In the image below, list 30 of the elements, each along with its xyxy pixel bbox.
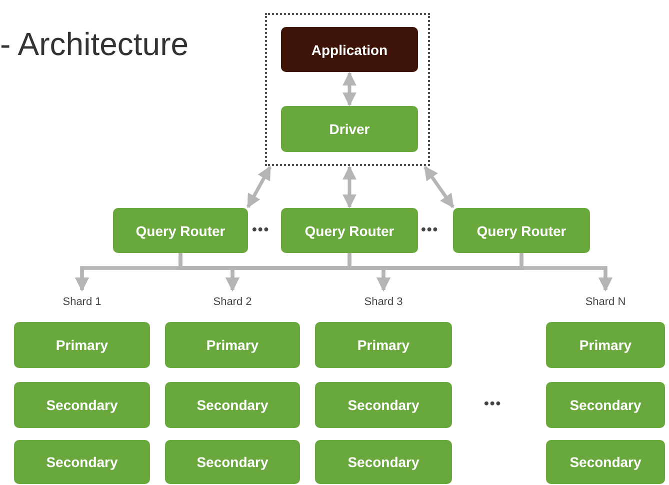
title: - Architecture (0, 26, 189, 63)
process-box: Query Router (281, 208, 418, 253)
process-box: Primary (14, 322, 150, 368)
ellipsis-mark: ••• (421, 221, 439, 237)
shard-label: Shard N (576, 292, 636, 312)
shard-label: Shard 2 (202, 292, 262, 312)
process-box: Secondary (546, 382, 665, 428)
shard-label: Shard 3 (354, 292, 414, 312)
process-box: Primary (315, 322, 452, 368)
arrow (424, 166, 454, 208)
group-frame (265, 13, 430, 166)
process-box: Primary (165, 322, 300, 368)
process-box: Secondary (315, 382, 452, 428)
arrow (342, 72, 356, 106)
shard-label: Shard 1 (52, 292, 112, 312)
process-box: Query Router (113, 208, 248, 253)
process-box: Secondary (546, 440, 665, 484)
ellipsis-mark: ••• (484, 395, 502, 411)
process-box: Secondary (315, 440, 452, 484)
process-box: Secondary (14, 382, 150, 428)
process-box: Application (281, 27, 418, 72)
process-box: Secondary (165, 382, 300, 428)
process-box: Primary (546, 322, 665, 368)
ellipsis-mark: ••• (252, 221, 270, 237)
process-box: Driver (281, 106, 418, 152)
process-box: Query Router (453, 208, 590, 253)
process-box: Secondary (14, 440, 150, 484)
arrow (342, 166, 356, 208)
process-box: Secondary (165, 440, 300, 484)
arrow (246, 166, 272, 208)
